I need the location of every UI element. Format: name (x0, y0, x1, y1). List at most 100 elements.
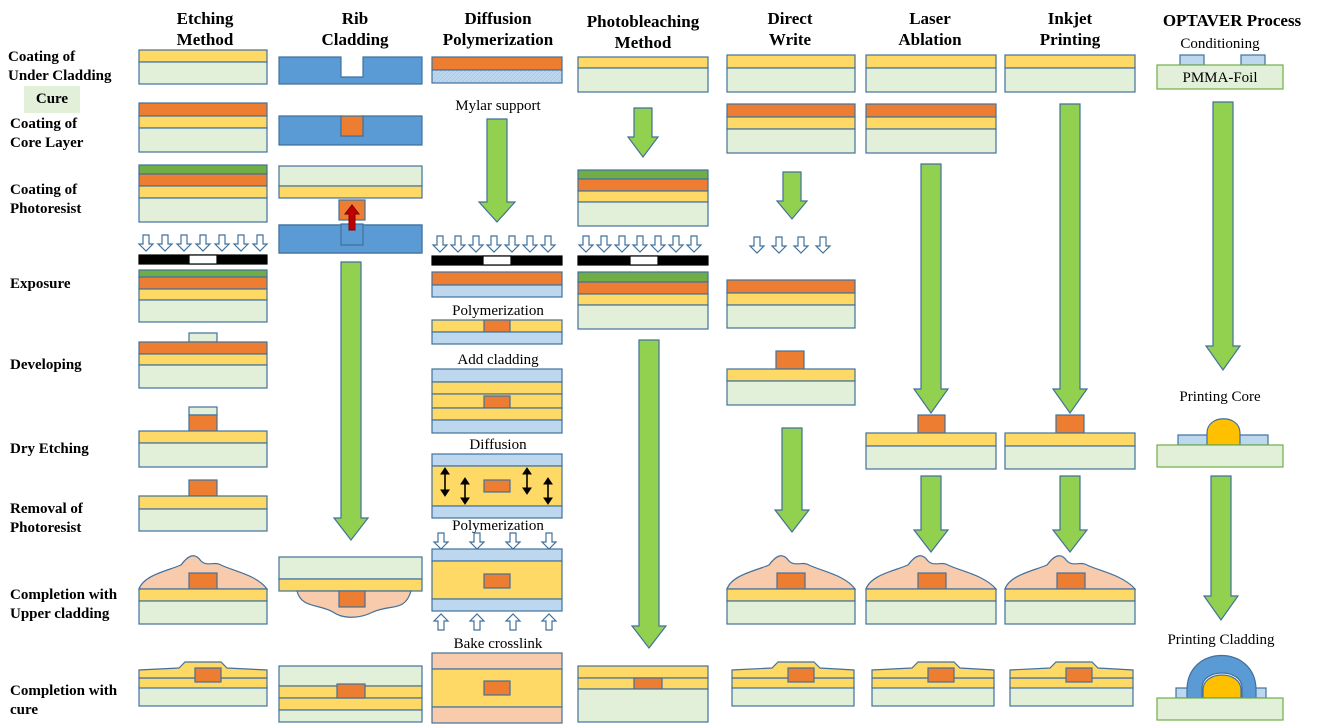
pb-r9-clad (577, 665, 709, 679)
note-printing-cladding: Printing Cladding (1167, 632, 1275, 648)
row-label-developing: Developing (10, 357, 82, 373)
ij-r1-under (1004, 67, 1136, 93)
uv-arrow-diff (521, 235, 539, 253)
diff-r5-mylar (431, 331, 563, 345)
diff-r4-core (431, 271, 563, 286)
note-add-cladding: Add cladding (457, 352, 539, 368)
dw-r9-core (787, 667, 815, 683)
pb-r4-core (577, 281, 709, 295)
dw-r4-core (726, 279, 856, 294)
pb-r1-clad (577, 56, 709, 69)
pb-r4-mask-opening (629, 255, 659, 266)
process-arrows (332, 101, 1242, 649)
diffusion-arrow-head (460, 477, 470, 485)
header-optaver-process: OPTAVER Process (1162, 11, 1302, 30)
note-mylar-support: Mylar support (455, 98, 541, 114)
uv-arrow-diff (539, 235, 557, 253)
dw-arrow-1 (775, 171, 809, 220)
la-r6-clad (865, 432, 997, 447)
rib-r8-core (338, 590, 366, 608)
uv-arrow-etch (194, 234, 212, 252)
pb-arrow-1 (626, 107, 660, 158)
uv-arrow-dw (792, 236, 810, 254)
uv-arrow-diff-bottom (432, 613, 450, 631)
pb-r4-resist (577, 271, 709, 283)
opt-core-dome (1206, 418, 1241, 446)
la-r1-clad (865, 54, 997, 69)
uv-arrow-pb (613, 235, 631, 253)
ij-r8-under (1004, 600, 1136, 625)
etch-r7-clad (138, 495, 268, 510)
row-label-dry-etching: Dry Etching (10, 441, 89, 457)
etch-r5-under (138, 364, 268, 389)
etch-r6-clad (138, 430, 268, 444)
etch-r7-core (188, 479, 218, 497)
pb-r9-under (577, 688, 709, 723)
diffusion-arrow-head (522, 487, 532, 495)
uv-arrow-diff (485, 235, 503, 253)
etch-r5-clad (138, 353, 268, 366)
diffusion-arrow-head (522, 467, 532, 475)
uv-arrow-diff (449, 235, 467, 253)
ij-r6-core (1055, 414, 1085, 434)
diff-add-clad3 (431, 407, 563, 421)
uv-arrow-etch (175, 234, 193, 252)
etch-r8-core (188, 572, 218, 590)
opt-r1-pad-right (1240, 54, 1266, 66)
dw-r4-under (726, 304, 856, 329)
ij-arrow-2 (1051, 475, 1089, 553)
pb-r3-core (577, 178, 709, 192)
dw-r9-under-cladding (731, 685, 855, 707)
etch-r1-under (138, 61, 268, 85)
etch-r2-core (138, 102, 268, 117)
la-r8-core (917, 572, 947, 590)
dw-r8-under (726, 600, 856, 625)
la-r8-clad (865, 588, 997, 602)
diff-r5-core (483, 319, 511, 333)
uv-arrow-etch (213, 234, 231, 252)
uv-arrow-etch (251, 234, 269, 252)
opt-r1-pad-left (1179, 54, 1205, 66)
uv-arrow-diff-top (468, 532, 486, 550)
uv-arrow-dw (814, 236, 832, 254)
diffusion-arrow-head (543, 477, 553, 485)
uv-arrow-etch (232, 234, 250, 252)
opt-r6-foil (1156, 444, 1284, 468)
etch-r6-under (138, 442, 268, 468)
rib-r9-top (278, 665, 423, 687)
uv-arrow-diff-top (432, 532, 450, 550)
dw-r2-core (726, 103, 856, 118)
diff-r4-mylar (431, 284, 563, 298)
diff-add-top (431, 368, 563, 383)
rib-r9-clad2 (278, 697, 423, 711)
etch-r1-cladding (138, 49, 268, 63)
diff-add-clad1 (431, 381, 563, 395)
rib-r8-clad (278, 578, 423, 592)
etch-r9-core (194, 667, 222, 683)
la-r6-core (917, 414, 946, 434)
rib-r9-under (278, 709, 423, 723)
note-conditioning: Conditioning (1180, 36, 1260, 52)
etch-r2-clad (138, 115, 268, 129)
dw-r8-clad (726, 588, 856, 602)
ij-r1-clad (1004, 54, 1136, 69)
uv-arrow-diff-bottom (504, 613, 522, 631)
etch-r9-under-cladding (138, 685, 268, 707)
opt-arrow-2 (1202, 475, 1240, 622)
pb-r3-resist (577, 169, 709, 180)
pb-r9-core (633, 677, 663, 690)
uv-arrow-dw (748, 236, 766, 254)
rib-arrow-1 (332, 261, 370, 541)
etch-r7-under (138, 508, 268, 532)
uv-arrow-pb (631, 235, 649, 253)
etch-r4-clad (138, 288, 268, 301)
rib-r3-clad (278, 185, 423, 199)
opt-r6-pad-left (1177, 434, 1209, 446)
